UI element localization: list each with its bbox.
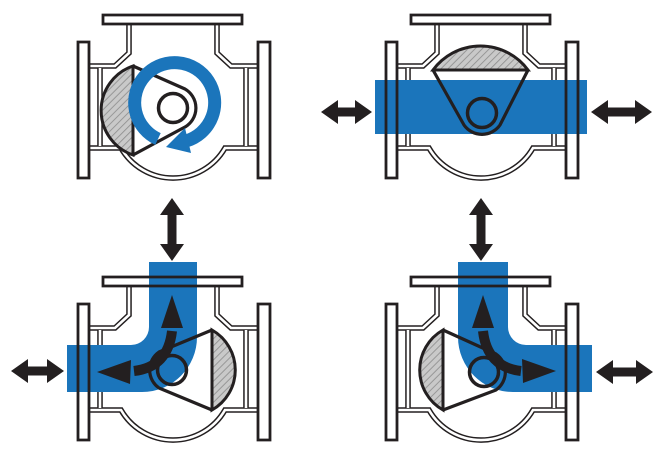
panel-valve-l-flow-right-top	[384, 198, 653, 440]
double-arrow-left-icon	[11, 359, 64, 383]
stem-circle	[465, 96, 499, 130]
ball-assembly	[430, 44, 531, 136]
double-arrow-top-icon	[160, 198, 184, 261]
flow-band-horizontal	[375, 80, 587, 134]
double-arrow-right-icon	[596, 360, 653, 384]
double-arrow-right-icon	[591, 100, 652, 124]
double-arrow-top-icon	[469, 198, 493, 261]
stem-circle	[467, 355, 501, 389]
panel-valve-straight-flow	[321, 13, 652, 178]
ball-port-wedge	[132, 64, 198, 157]
ball-port-wedge	[431, 69, 530, 136]
stem-circle	[156, 91, 190, 125]
double-arrow-left-icon	[321, 100, 372, 124]
rotation-arrow-icon	[128, 56, 222, 153]
panel-valve-l-flow-left-top	[11, 198, 272, 440]
ball-assembly	[148, 327, 237, 413]
ball-assembly	[99, 63, 198, 158]
seat-segment	[418, 327, 445, 413]
stem-circle	[155, 353, 189, 387]
seat-segment	[430, 44, 531, 72]
curved-flow-arrow-icon	[97, 295, 183, 384]
seat-segment	[210, 327, 237, 413]
curved-flow-arrow-icon	[472, 295, 556, 383]
seat-segment	[99, 63, 135, 158]
panel-valve-rotating	[76, 13, 272, 178]
